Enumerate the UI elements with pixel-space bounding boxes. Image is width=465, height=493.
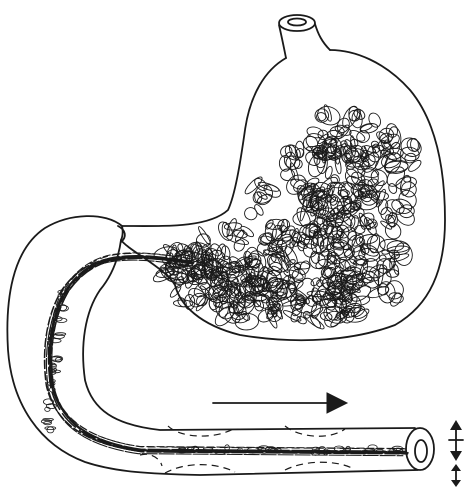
tangle-loop	[309, 276, 320, 287]
tangle-loop	[232, 238, 247, 253]
tangle-loop	[405, 136, 423, 154]
tangle-loop	[242, 205, 259, 222]
tangle-loop	[367, 111, 383, 129]
tangle-loop	[382, 220, 404, 242]
esophagus	[279, 15, 330, 58]
tangle-loop	[369, 233, 381, 254]
tangle-loop	[265, 223, 277, 241]
tangle-loop	[243, 175, 264, 196]
tangle-loop	[393, 204, 418, 229]
tangle-loop	[387, 182, 398, 194]
duodenum-cut-end	[406, 428, 434, 470]
tangle-loop	[253, 203, 265, 217]
tangle-loop	[410, 138, 419, 152]
tangle-loop	[252, 176, 269, 193]
gastric-contents-mass	[151, 103, 424, 331]
tangle-loop	[387, 270, 399, 278]
tangle-loop	[313, 107, 331, 125]
tangle-loop	[278, 144, 294, 160]
tangle-loop	[398, 204, 415, 219]
tangle-loop	[264, 218, 275, 230]
tangle-loop	[340, 104, 361, 130]
strand-twist	[203, 448, 213, 450]
strand-twist	[58, 294, 64, 296]
flow-arrow-icon	[213, 393, 347, 413]
tangle-loop	[366, 217, 379, 230]
tangle-loop	[225, 217, 238, 237]
tangle-loop	[395, 175, 418, 191]
stomach-outline	[121, 50, 445, 340]
tangle-loop	[379, 255, 386, 262]
contraction-arrows-icon	[449, 420, 463, 487]
